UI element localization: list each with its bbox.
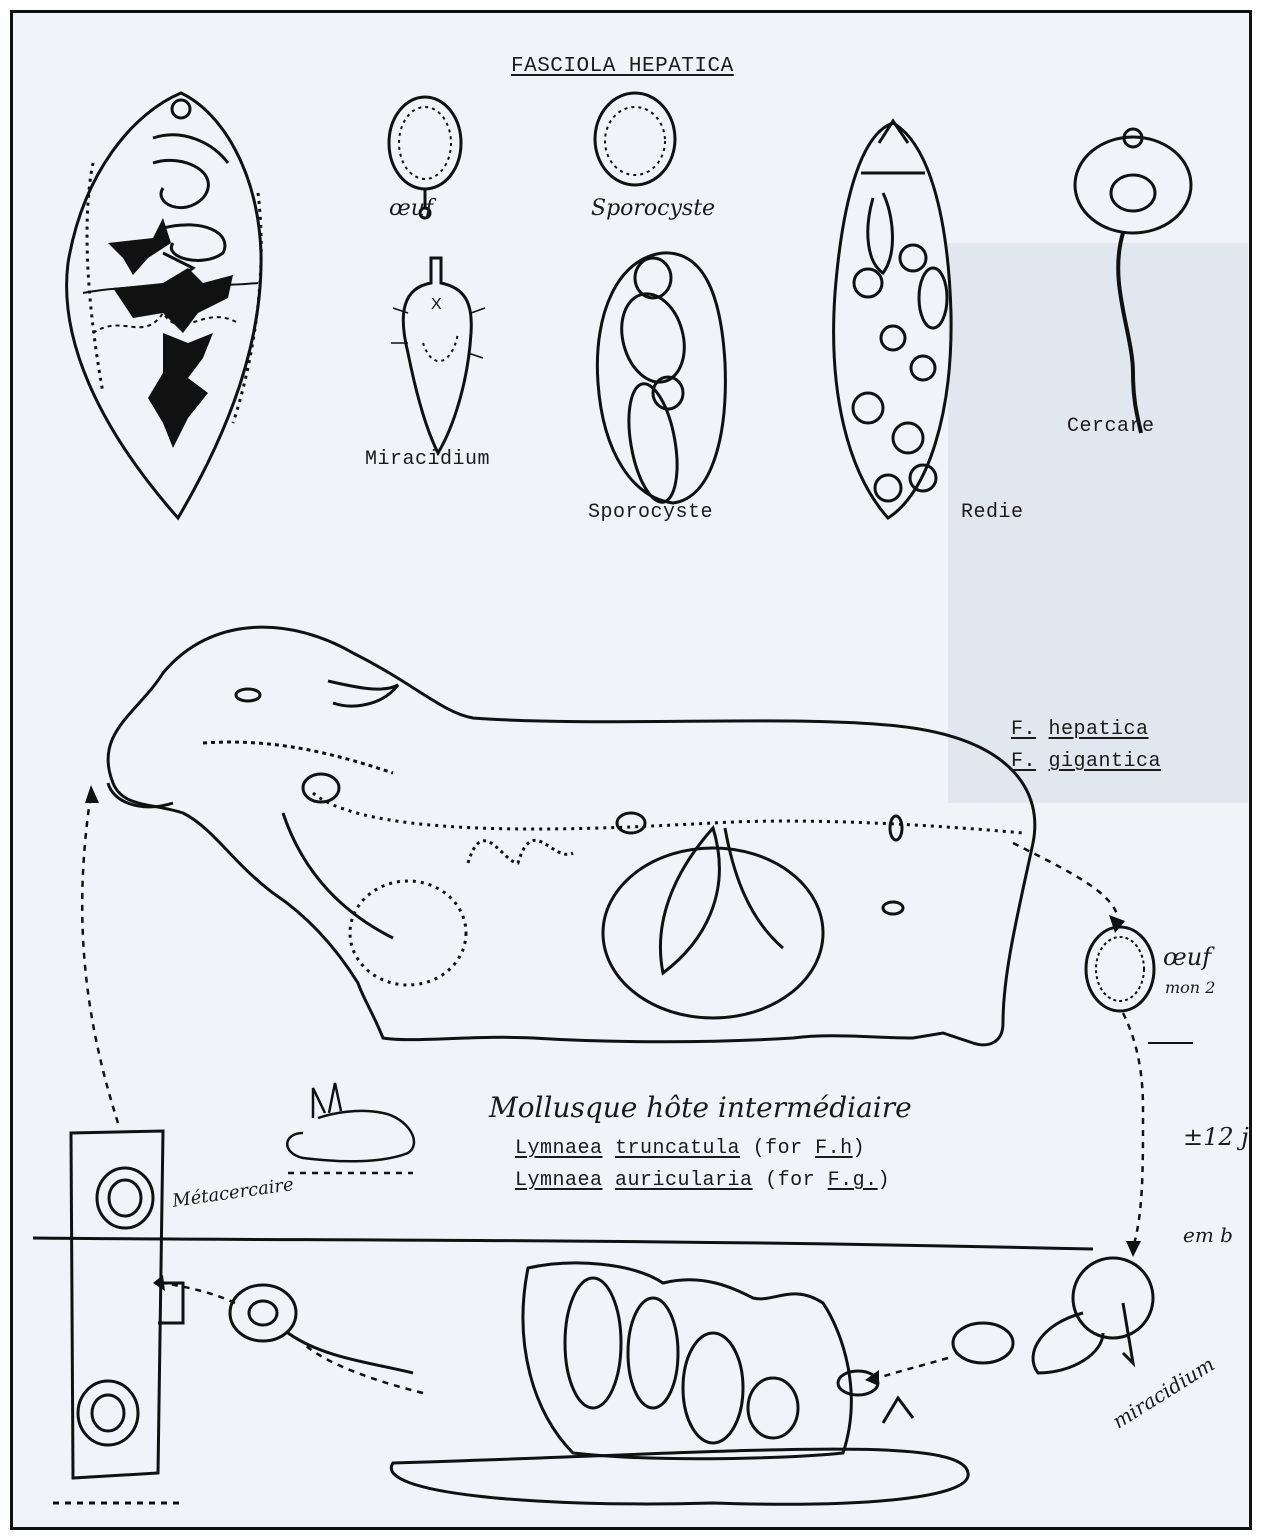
label-sporocyste-top: Sporocyste — [591, 196, 715, 221]
host-line-2-suffix: (for — [765, 1169, 815, 1192]
host-line-1-close: ) — [853, 1137, 866, 1160]
label-oeuf-right: œuf — [1163, 943, 1211, 971]
rabbit-drawing — [287, 1083, 414, 1173]
egg-right — [1086, 927, 1154, 1011]
label-embryo: em b — [1183, 1223, 1233, 1247]
snail-drawing — [391, 1263, 968, 1504]
host-line-2-close: ) — [878, 1169, 891, 1192]
species-hepatica: F. hepatica — [1011, 718, 1149, 741]
host-line-1-genus: Lymnaea — [515, 1137, 603, 1160]
host-line-2-species: auricularia — [615, 1169, 753, 1192]
species-gigantica-genus: F. — [1011, 750, 1036, 773]
species-gigantica-name: gigantica — [1049, 750, 1162, 773]
label-redie: Redie — [961, 501, 1024, 524]
host-line-1-suffix: (for — [753, 1137, 803, 1160]
label-egg-note: mon 2 — [1165, 978, 1215, 997]
sporocyst-top — [595, 93, 675, 185]
sporocyst-bottom — [597, 253, 725, 506]
water-line — [33, 1238, 1093, 1249]
host-heading: Mollusque hôte intermédiaire — [489, 1091, 912, 1124]
page-title: FASCIOLA HEPATICA — [511, 55, 734, 78]
adult-fluke-branches — [108, 218, 233, 448]
host-line-2-abbr: F.g. — [828, 1169, 878, 1192]
host-line-1-species: truncatula — [615, 1137, 740, 1160]
label-oeuf-top: œuf — [389, 196, 433, 221]
cercaire-swimming — [230, 1285, 413, 1373]
diagram-page: X — [10, 10, 1252, 1530]
sheep-drawing — [108, 627, 1035, 1045]
svg-text:X: X — [431, 296, 442, 313]
grass-stem-drawing — [53, 1131, 183, 1503]
host-line-1-abbr: F.h — [815, 1137, 853, 1160]
species-hepatica-name: hepatica — [1049, 718, 1149, 741]
label-sporocyste-bottom: Sporocyste — [588, 501, 713, 524]
miracidium-drawing: X — [391, 258, 485, 453]
host-line-2-genus: Lymnaea — [515, 1169, 603, 1192]
host-line-2: Lymnaea auricularia (for F.g.) — [515, 1169, 890, 1192]
host-line-1: Lymnaea truncatula (for F.h) — [515, 1137, 865, 1160]
label-miracidium: Miracidium — [365, 448, 490, 471]
species-gigantica: F. gigantica — [1011, 750, 1161, 773]
label-cercare: Cercare — [1067, 415, 1155, 438]
label-days: ±12 j — [1183, 1123, 1249, 1151]
redie-drawing — [834, 121, 951, 518]
species-hepatica-genus: F. — [1011, 718, 1036, 741]
